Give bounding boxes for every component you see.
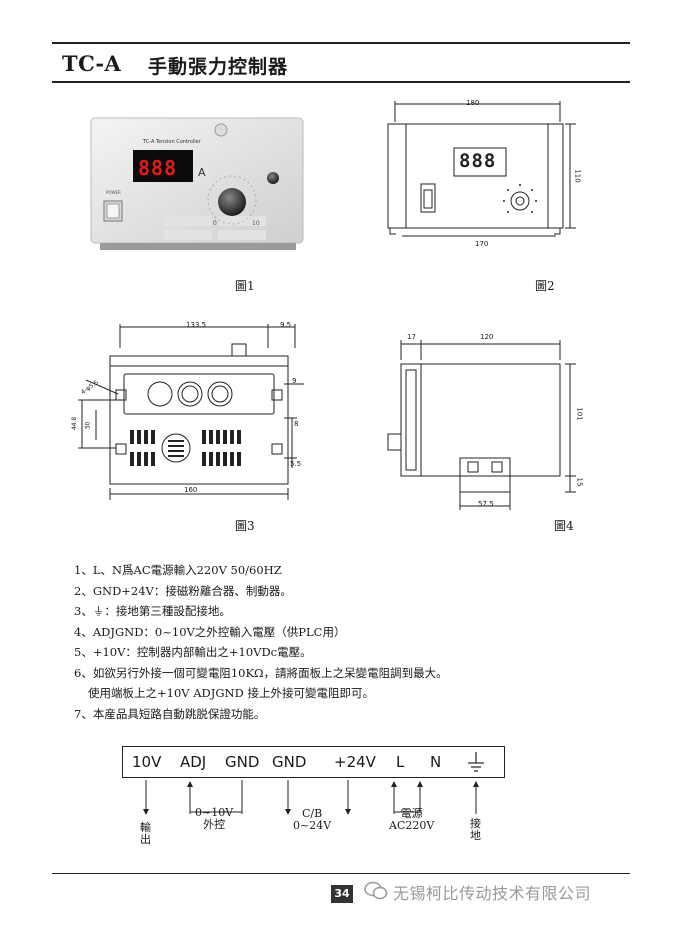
wechat-icon <box>364 881 388 900</box>
note-7: 7、本産品具短路自動跳脱保證功能。 <box>74 706 266 721</box>
fig2-display: 888 <box>459 150 497 172</box>
fig2-caption: 圖2 <box>535 279 555 293</box>
page-title-name: 手動張力控制器 <box>148 56 289 78</box>
footer-rule <box>52 873 630 874</box>
fig3-dim-top-right: 9.5 <box>280 321 292 329</box>
figure-3-mounting-view <box>78 324 304 500</box>
fig3-dim-left-outer: 44.8 <box>71 416 79 431</box>
ground-icon <box>468 752 484 772</box>
fig2-dim-bottom: 170 <box>475 240 489 248</box>
note-3: 3、⏚：接地第三種設配接地。 <box>74 604 231 618</box>
label-cb-2: 0~24V <box>293 819 332 832</box>
terminal-l: L <box>396 753 405 771</box>
label-adj: 0~10V 外控 <box>195 807 233 831</box>
page-number: 34 <box>331 885 353 903</box>
fig3-dim-bottom: 160 <box>184 486 198 494</box>
fig3-caption: 圖3 <box>235 519 255 533</box>
label-adj-2: 外控 <box>203 818 226 831</box>
terminal-24v: +24V <box>334 753 376 771</box>
label-earth-1: 接 <box>470 817 481 830</box>
fig1-panel-model: TC-A Tension Controller <box>143 139 201 145</box>
header-bottom-rule <box>52 81 630 83</box>
fig1-power-label: POWER <box>106 190 121 195</box>
fig4-dim-top: 120 <box>480 333 494 341</box>
fig4-caption: 圖4 <box>554 519 574 533</box>
fig4-dim-base: 57.5 <box>478 500 494 508</box>
label-cb: C/B 0~24V <box>293 808 331 832</box>
note-2: 2、GND+24V：接磁粉離合器、制動器。 <box>74 583 292 598</box>
note-6: 6、如欲另行外接一個可變電阻10KΩ，請將面板上之呆變電阻調到最大。 <box>74 665 448 680</box>
label-earth-2: 地 <box>470 829 481 842</box>
fig1-caption: 圖1 <box>235 279 255 293</box>
label-earth: 接 地 <box>470 818 481 842</box>
figure-2-front-view <box>387 101 576 237</box>
label-output-1: 輸 <box>140 821 151 834</box>
terminal-wiring <box>143 780 479 815</box>
fig1-dial-min: 0 <box>213 220 217 227</box>
note-1: 1、L、N爲AC電源輸入220V 50/60HZ <box>74 563 282 577</box>
label-adj-1: 0~10V <box>195 806 234 819</box>
figure-4-side-view <box>387 340 576 510</box>
terminal-adj: ADJ <box>180 753 207 771</box>
label-power: 電源 AC220V <box>389 808 434 832</box>
terminal-strip <box>122 746 505 778</box>
note-6-cont: 使用端板上之+10V ADJGND 接上外接可變電阻即可。 <box>88 686 374 700</box>
fig3-dim-top: 133.5 <box>186 321 207 329</box>
fig3-dim-right-c: 5.5 <box>290 460 302 468</box>
terminal-gnd-2: GND <box>272 753 307 771</box>
watermark-text: 无锡柯比传动技术有限公司 <box>393 884 592 903</box>
fig1-unit: A <box>198 166 206 179</box>
fig2-dim-height: 110 <box>573 169 582 183</box>
fig3-dim-right-a: 9 <box>292 377 297 385</box>
fig3-dim-right-b: 8 <box>294 420 299 428</box>
note-4: 4、ADJGND：0~10V之外控輸入電壓（供PLC用） <box>74 624 346 639</box>
label-output: 輸 出 <box>140 822 151 846</box>
terminal-10v: 10V <box>132 753 162 771</box>
fig1-dial-max: 10 <box>252 220 260 227</box>
label-power-2: AC220V <box>389 819 435 832</box>
fig1-display: 888 <box>138 156 178 180</box>
label-cb-1: C/B <box>301 807 323 820</box>
note-5: 5、+10V：控制器内部輸出之+10VDc電壓。 <box>74 645 312 659</box>
terminal-gnd-1: GND <box>225 753 260 771</box>
fig2-dim-width: 180 <box>466 99 480 107</box>
figure-1-product-photo <box>90 117 304 250</box>
terminal-n: N <box>430 753 442 771</box>
fig4-dim-left: 17 <box>407 333 416 341</box>
notes-list: 1、L、N爲AC電源輸入220V 50/60HZ 2、GND+24V：接磁粉離合… <box>74 560 594 724</box>
page-title-model: TC-A <box>62 51 122 76</box>
header-top-rule <box>52 42 630 44</box>
fig4-dim-foot: 15 <box>575 477 584 487</box>
fig4-dim-height: 101 <box>575 407 584 421</box>
label-power-1: 電源 <box>400 807 423 820</box>
fig3-dim-left-inner: 30 <box>84 421 92 430</box>
label-output-2: 出 <box>140 833 151 846</box>
